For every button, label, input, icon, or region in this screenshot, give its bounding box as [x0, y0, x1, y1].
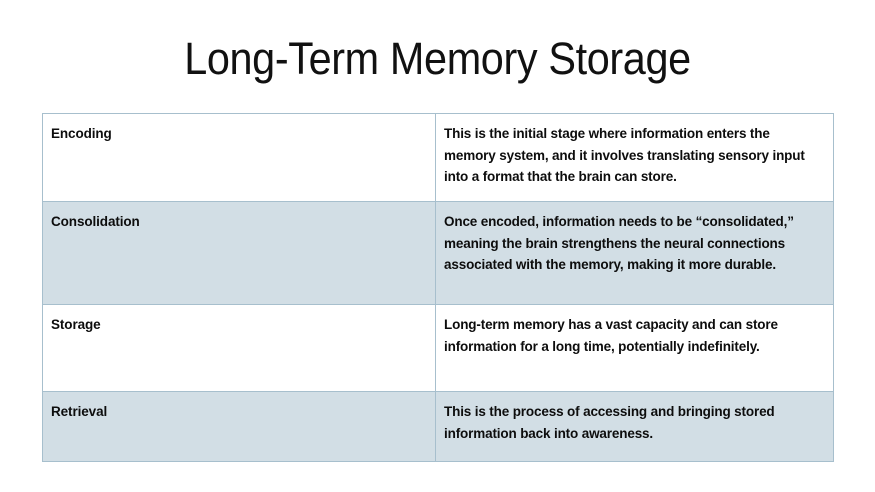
- term-label: Retrieval: [51, 404, 108, 419]
- table-cell-term: Storage: [42, 304, 436, 392]
- table-cell-description: Once encoded, information needs to be “c…: [435, 201, 834, 305]
- memory-stages-table: Encoding This is the initial stage where…: [42, 113, 834, 462]
- table-row: Storage Long-term memory has a vast capa…: [42, 304, 834, 392]
- table-cell-term: Encoding: [42, 113, 436, 202]
- term-label: Consolidation: [51, 214, 140, 229]
- table-row: Encoding This is the initial stage where…: [42, 113, 834, 202]
- term-label: Encoding: [51, 126, 112, 141]
- description-text: This is the process of accessing and bri…: [444, 404, 775, 441]
- description-text: This is the initial stage where informat…: [444, 126, 805, 184]
- table-cell-description: This is the initial stage where informat…: [435, 113, 834, 202]
- memory-stages-table-container: Encoding This is the initial stage where…: [42, 113, 834, 462]
- description-text: Once encoded, information needs to be “c…: [444, 214, 794, 272]
- table-cell-description: This is the process of accessing and bri…: [435, 391, 834, 462]
- page-title: Long-Term Memory Storage: [184, 33, 691, 84]
- table-cell-term: Consolidation: [42, 201, 436, 305]
- term-label: Storage: [51, 317, 101, 332]
- table-cell-description: Long-term memory has a vast capacity and…: [435, 304, 834, 392]
- table-row: Retrieval This is the process of accessi…: [42, 391, 834, 462]
- table-row: Consolidation Once encoded, information …: [42, 201, 834, 305]
- table-body: Encoding This is the initial stage where…: [42, 113, 834, 462]
- table-cell-term: Retrieval: [42, 391, 436, 462]
- description-text: Long-term memory has a vast capacity and…: [444, 317, 778, 354]
